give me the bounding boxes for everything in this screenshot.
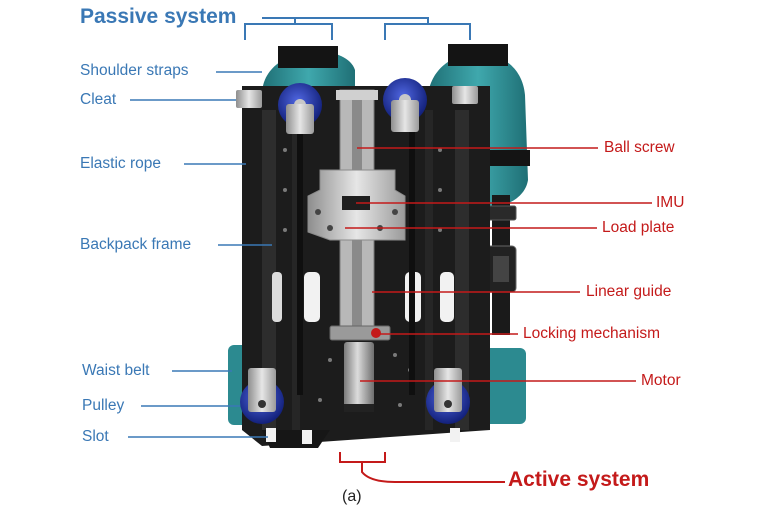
cleat-right (452, 86, 478, 104)
frame-rail-3 (425, 110, 433, 430)
label-backpack-frame: Backpack frame (80, 236, 192, 253)
frame-rail-1 (262, 110, 276, 430)
label-cleat: Cleat (80, 91, 117, 108)
frame-cutout (304, 272, 320, 322)
right-leader-lines (345, 147, 652, 382)
pulley-bracket (248, 368, 276, 412)
label-linear-guide: Linear guide (586, 283, 672, 300)
bottom-slot (302, 430, 312, 444)
frame-cutout (440, 272, 454, 322)
passive-bracket-left (244, 23, 333, 40)
pulley-bracket (286, 104, 314, 134)
pulley-bracket (391, 100, 419, 132)
actuator-top-cap (336, 90, 378, 100)
label-elastic-rope: Elastic rope (80, 155, 161, 172)
label-shoulder-straps: Shoulder straps (80, 62, 189, 79)
strap-band-lower (488, 150, 530, 166)
elastic-ropes (297, 125, 415, 395)
left-strap-band (278, 46, 338, 68)
cleats (236, 86, 478, 108)
label-ball-screw: Ball screw (604, 139, 675, 156)
label-locking-mechanism: Locking mechanism (523, 325, 660, 342)
frame-rail-4 (455, 110, 469, 430)
label-load-plate: Load plate (602, 219, 675, 236)
left-leader-lines (128, 71, 272, 438)
passive-system-title: Passive system (80, 5, 237, 28)
bottom-slot (266, 428, 276, 442)
label-motor: Motor (641, 372, 681, 389)
load-plate-assembly (307, 169, 406, 241)
bottom-slot (450, 428, 460, 442)
frame-rail-2 (292, 110, 300, 430)
pulley-bracket (434, 368, 462, 412)
upper-pulleys (278, 78, 427, 134)
right-strap-band (448, 44, 508, 66)
label-slot: Slot (82, 428, 109, 445)
motor (344, 342, 374, 410)
passive-bracket-right (384, 23, 471, 40)
label-imu: IMU (656, 194, 685, 211)
label-pulley: Pulley (82, 397, 125, 414)
strap-slider (485, 205, 517, 221)
figure-caption: (a) (342, 488, 362, 505)
passive-bracket-connector-right (295, 17, 429, 24)
passive-bracket (244, 17, 471, 40)
active-bracket-connector (361, 462, 505, 483)
active-system-title: Active system (508, 468, 650, 491)
cleat-left (236, 90, 262, 108)
buckle-center (493, 256, 509, 282)
frame-bottom-tab (262, 430, 330, 448)
motor-assembly (344, 342, 374, 412)
label-waist-belt: Waist belt (82, 362, 150, 379)
frame-cutout (272, 272, 282, 322)
locking-mechanism-assembly (329, 325, 391, 341)
lower-pulleys (240, 368, 470, 424)
active-bracket (339, 452, 505, 483)
active-bracket-brace (339, 452, 386, 463)
